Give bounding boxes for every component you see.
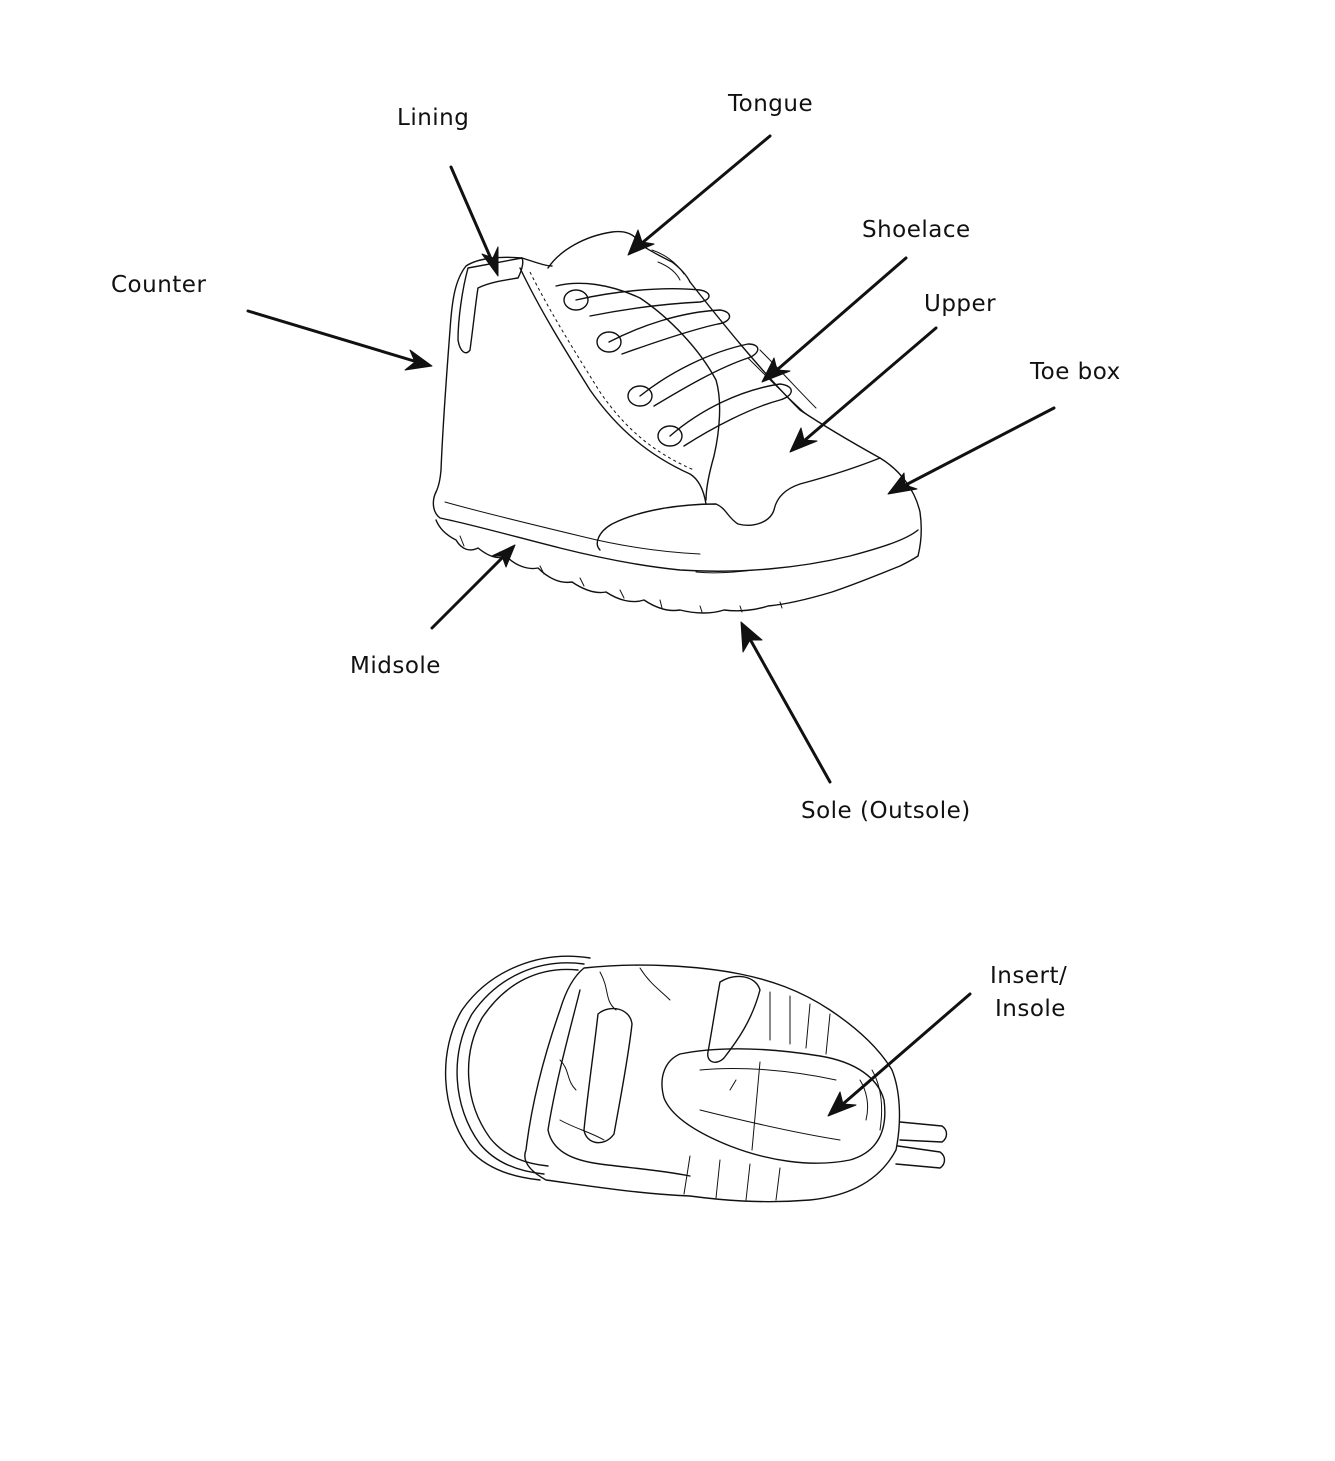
eyelet-3 — [627, 385, 653, 407]
shoe-outsole — [435, 519, 919, 614]
label-lining: Lining — [397, 105, 470, 131]
shoe-eyelets — [563, 289, 683, 447]
top-shoe-texture — [559, 967, 883, 1141]
top-shoe-strap-1 — [583, 1007, 633, 1144]
arrow-sole — [740, 621, 832, 784]
shoe-toe-cap-line — [596, 457, 881, 551]
shoe-tread-marks — [459, 535, 783, 613]
top-shoe-toe-inner — [467, 968, 579, 1167]
top-shoe-insole — [661, 1048, 886, 1164]
top-shoe-inner-left — [547, 989, 691, 1177]
shoe-heel-outline — [435, 256, 523, 493]
arrow-toe-box — [887, 406, 1056, 495]
arrow-insole — [827, 992, 972, 1117]
shoe-eyestay — [555, 282, 721, 501]
top-shoe-body — [524, 964, 901, 1203]
shoe-upper-top — [689, 281, 923, 557]
top-shoe-strap-2 — [707, 975, 761, 1063]
eyelet-4 — [657, 425, 683, 447]
shoe-top-view — [444, 955, 948, 1203]
top-shoe-toe-mid — [456, 962, 585, 1175]
top-shoe-toe-outer — [444, 955, 591, 1181]
shoe-midsole — [432, 491, 919, 572]
arrow-shoelace — [761, 256, 908, 383]
label-toe-box: Toe box — [1030, 359, 1121, 385]
shoe-collar-top — [521, 257, 553, 267]
eyelet-2 — [596, 331, 622, 353]
top-shoe-heel-tabs — [895, 1121, 948, 1169]
label-tongue: Tongue — [728, 91, 814, 117]
shoe-collar-outline — [457, 257, 524, 354]
shoe-quarter-stitch — [529, 271, 695, 471]
arrow-upper — [789, 326, 938, 453]
arrow-midsole — [430, 544, 516, 630]
top-shoe-back-straps — [683, 991, 831, 1201]
shoe-midsole-line — [444, 501, 701, 555]
shoe-midsole-mark — [695, 569, 755, 574]
label-upper: Upper — [924, 291, 997, 317]
label-counter: Counter — [111, 272, 207, 298]
label-insert: Insert/ — [990, 963, 1068, 989]
label-insole: Insole — [995, 996, 1066, 1022]
shoe-tongue-loop — [651, 249, 685, 281]
arrow-lining — [449, 165, 499, 277]
arrow-counter — [246, 309, 433, 371]
arrow-tongue — [627, 134, 772, 256]
label-sole: Sole (Outsole) — [801, 798, 971, 824]
label-shoelace: Shoelace — [862, 217, 971, 243]
shoe-laces — [575, 288, 817, 447]
shoe-quarter-seam — [519, 267, 707, 505]
shoe-side-view — [432, 230, 923, 614]
label-midsole: Midsole — [350, 653, 441, 679]
shoe-tongue-outline — [547, 230, 691, 283]
eyelet-1 — [563, 289, 589, 311]
top-shoe-insole-detail — [699, 1061, 841, 1151]
